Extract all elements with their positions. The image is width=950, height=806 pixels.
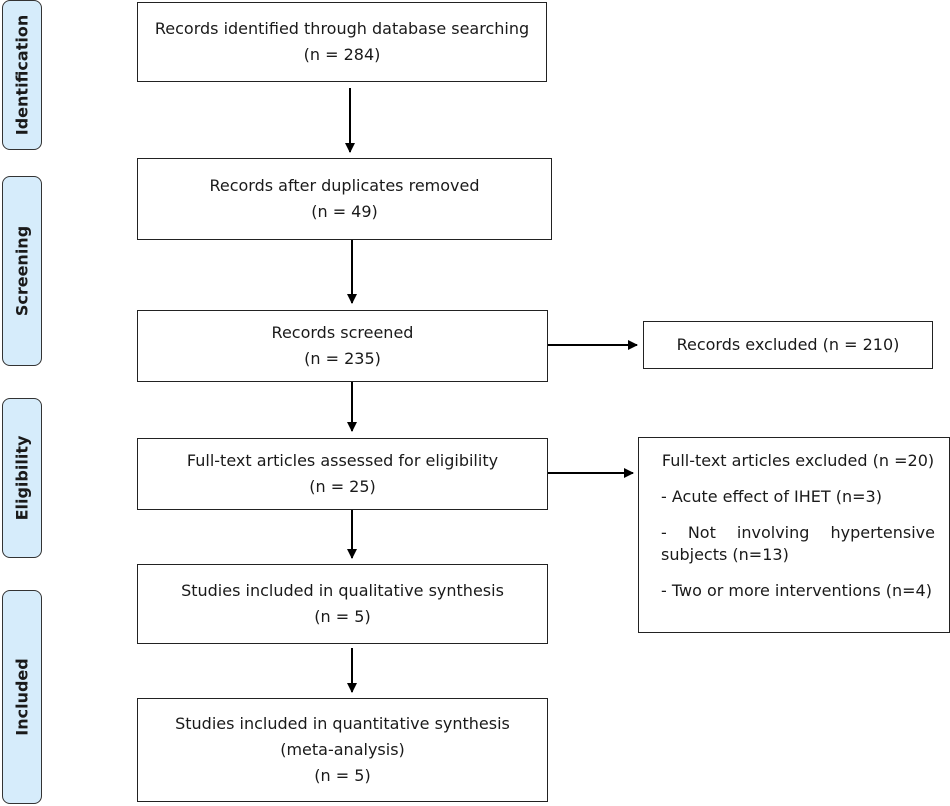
records-screened-box: Records screened (n = 235) — [137, 310, 548, 382]
fulltext-excluded-title: Full-text articles excluded (n =20) — [661, 451, 935, 470]
phase-screening: Screening — [2, 176, 42, 366]
quantitative-synthesis-box: Studies included in quantitative synthes… — [137, 698, 548, 802]
quantitative-synthesis-subtext: (meta-analysis) — [280, 740, 405, 759]
qualitative-synthesis-box: Studies included in qualitative synthesi… — [137, 564, 548, 644]
duplicates-removed-text: Records after duplicates removed — [209, 176, 480, 195]
duplicates-removed-box: Records after duplicates removed (n = 49… — [137, 158, 552, 240]
duplicates-removed-count: (n = 49) — [311, 202, 378, 221]
fulltext-excluded-box: Full-text articles excluded (n =20) - Ac… — [638, 437, 950, 633]
exclusion-word: Not — [687, 523, 716, 542]
records-identified-count: (n = 284) — [303, 45, 381, 64]
exclusion-word: hypertensive — [830, 523, 935, 542]
exclusion-reason-not-hypertensive-rest: subjects (n=13) — [661, 545, 789, 564]
records-excluded-box: Records excluded (n = 210) — [643, 321, 933, 369]
records-screened-text: Records screened — [271, 323, 414, 342]
exclusion-reason-not-hypertensive: - Not involving hypertensive subjects (n… — [661, 522, 935, 566]
exclusion-reason-multiple-interventions: - Two or more interventions (n=4) — [661, 581, 932, 600]
exclusion-word: involving — [736, 523, 810, 542]
quantitative-synthesis-text: Studies included in quantitative synthes… — [175, 714, 510, 733]
records-identified-text: Records identified through database sear… — [154, 19, 530, 38]
records-identified-box: Records identified through database sear… — [137, 2, 547, 82]
exclusion-reason-acute: - Acute effect of IHET (n=3) — [661, 487, 882, 506]
fulltext-assessed-box: Full-text articles assessed for eligibil… — [137, 438, 548, 510]
phase-included: Included — [2, 590, 42, 804]
qualitative-synthesis-text: Studies included in qualitative synthesi… — [181, 581, 504, 600]
qualitative-synthesis-count: (n = 5) — [314, 607, 371, 626]
quantitative-synthesis-count: (n = 5) — [314, 766, 371, 785]
fulltext-assessed-count: (n = 25) — [309, 477, 376, 496]
records-screened-count: (n = 235) — [304, 349, 381, 368]
exclusion-word: - — [661, 523, 667, 542]
phase-eligibility: Eligibility — [2, 398, 42, 558]
phase-identification: Identification — [2, 0, 42, 150]
records-excluded-text: Records excluded (n = 210) — [676, 335, 900, 354]
fulltext-assessed-text: Full-text articles assessed for eligibil… — [186, 451, 499, 470]
